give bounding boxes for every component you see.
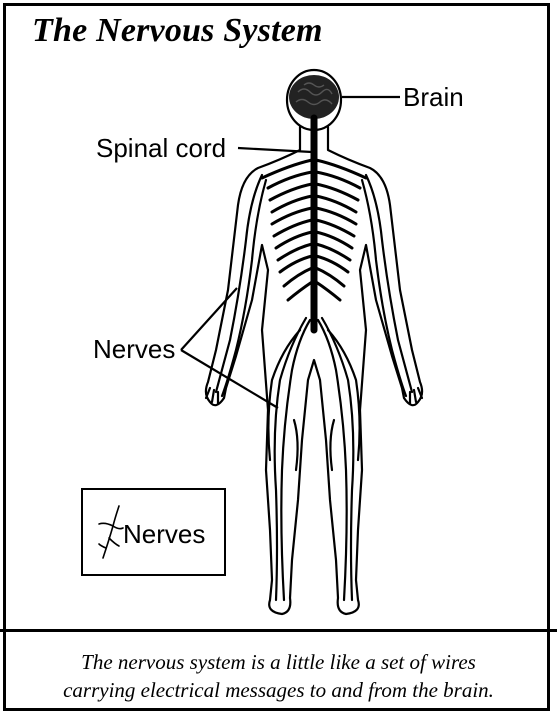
legend-label: Nerves: [123, 519, 205, 550]
spinal-cord-label: Spinal cord: [96, 133, 226, 164]
caption-divider: [0, 629, 557, 632]
caption-line-2: carrying electrical messages to and from…: [0, 676, 557, 704]
brain-shape: [289, 75, 339, 119]
brain-label: Brain: [403, 82, 464, 113]
nerve-branch-icon: [97, 504, 125, 562]
caption: The nervous system is a little like a se…: [0, 648, 557, 704]
nerves-label: Nerves: [93, 334, 175, 365]
caption-line-1: The nervous system is a little like a se…: [0, 648, 557, 676]
legend-box: Nerves: [81, 488, 226, 576]
nerves-leader-line-upper: [181, 288, 237, 350]
